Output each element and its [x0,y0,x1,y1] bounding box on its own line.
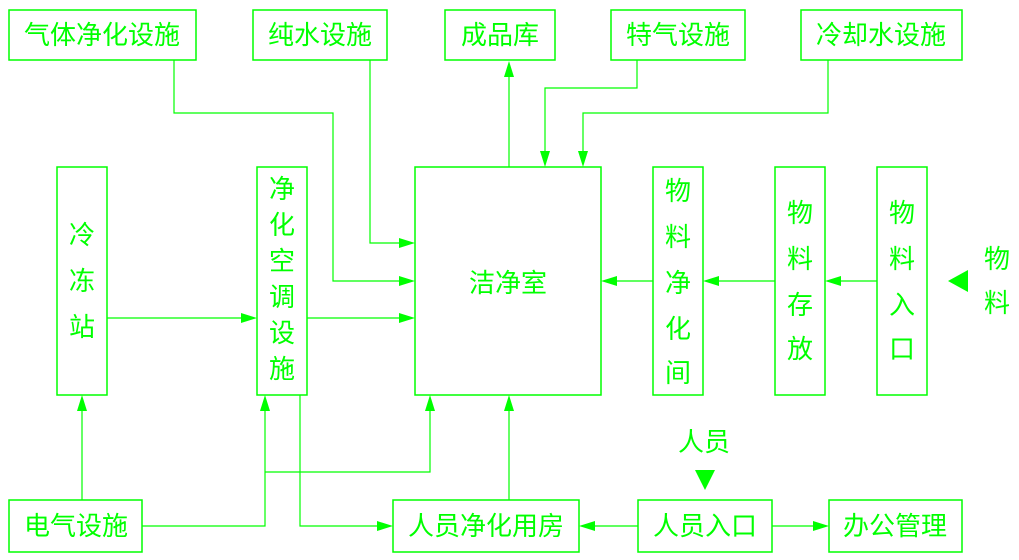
purification-ac-label-5: 施 [269,355,295,385]
arrow-electrical-to-refrigeration [77,395,87,411]
connector-electrical-to-ac [142,410,266,527]
arrow-entrance-to-storage [825,276,841,286]
material-entrance-label-0: 物 [889,199,915,229]
personnel-external-input: 人员 [678,428,730,490]
pure-water-node: 纯水设施 [252,9,388,61]
gas-purification-label: 气体净化设施 [24,21,180,51]
material-purification-node: 物 料 净 化 间 [652,166,704,396]
material-external-label-0: 物 [984,245,1010,275]
material-storage-label-1: 料 [787,245,813,275]
arrow-cooling-to-cleanroom [578,151,588,167]
personnel-purification-node: 人员净化用房 [392,499,580,553]
cooling-water-node: 冷却水设施 [800,9,963,61]
gas-purification-node: 气体净化设施 [8,9,197,61]
material-storage-label-0: 物 [787,199,813,229]
personnel-purification-label: 人员净化用房 [408,512,564,542]
personnel-entrance-label: 人员入口 [653,512,757,542]
material-input-triangle [948,270,968,292]
personnel-input-triangle [695,470,715,490]
material-entrance-node: 物 料 入 口 [876,166,928,396]
arrow-storage-to-matpur [703,276,719,286]
office-label: 办公管理 [843,512,947,542]
finished-goods-node: 成品库 [444,9,556,61]
refrigeration-station-node: 冷 冻 站 [56,166,108,396]
material-purification-label-4: 间 [665,359,691,389]
connector-purewater-to-cleanroom [369,60,400,244]
finished-goods-label: 成品库 [461,21,539,51]
special-gas-label: 特气设施 [626,21,730,51]
material-purification-label-3: 化 [665,315,691,345]
arrow-refrigeration-to-ac [241,313,257,323]
refrigeration-label-2: 站 [69,313,95,343]
purification-ac-label-3: 调 [269,283,295,313]
cooling-water-label: 冷却水设施 [816,21,946,51]
material-entrance-label-2: 入 [889,291,915,321]
connector-cooling-to-cleanroom [582,60,829,152]
material-purification-label-0: 物 [665,177,691,207]
material-entrance-label-3: 口 [889,335,915,365]
arrow-entrance-to-office [813,521,829,531]
refrigeration-label-0: 冷 [69,221,95,251]
arrow-gas-to-cleanroom [399,276,415,286]
connector-gas-to-cleanroom [173,60,400,282]
personnel-external-label: 人员 [678,428,730,458]
material-external-input: 物 料 [948,245,1010,319]
material-purification-label-1: 料 [665,223,691,253]
office-node: 办公管理 [828,499,963,553]
purification-ac-node: 净 化 空 调 设 施 [256,166,308,396]
connector-specialgas-to-cleanroom [544,60,638,152]
connector-ac-to-personnel-purification [299,395,378,527]
material-entrance-label-1: 料 [889,245,915,275]
arrow-cleanroom-to-finished [504,61,514,77]
arrow-electrical-to-cleanroom [425,395,435,411]
purification-ac-label-2: 空 [269,247,295,277]
connector-electrical-to-cleanroom [265,410,431,473]
electrical-node: 电气设施 [8,499,143,553]
arrow-ac-to-cleanroom [399,313,415,323]
pure-water-label: 纯水设施 [268,21,372,51]
arrow-matpur-to-cleanroom [601,276,617,286]
refrigeration-label-1: 冻 [69,267,95,297]
material-storage-label-3: 放 [787,335,813,365]
purification-ac-label-1: 化 [269,211,295,241]
arrow-ac-to-personnel-purification [377,521,393,531]
arrow-specialgas-to-cleanroom [540,151,550,167]
arrow-purewater-to-cleanroom [399,238,415,248]
special-gas-node: 特气设施 [610,9,746,61]
personnel-entrance-node: 人员入口 [637,499,773,553]
arrow-entrance-to-personnel-purification [579,521,595,531]
material-purification-label-2: 净 [665,269,691,299]
material-storage-node: 物 料 存 放 [774,166,826,396]
cleanroom-node: 洁净室 [414,166,602,396]
electrical-label: 电气设施 [24,512,128,542]
material-storage-label-2: 存 [787,291,813,321]
purification-ac-label-0: 净 [269,175,295,205]
cleanroom-label: 洁净室 [469,269,547,299]
arrow-personnel-purification-to-cleanroom [504,395,514,411]
arrow-electrical-to-ac [260,395,270,411]
purification-ac-label-4: 设 [269,319,295,349]
material-external-label-1: 料 [984,289,1010,319]
